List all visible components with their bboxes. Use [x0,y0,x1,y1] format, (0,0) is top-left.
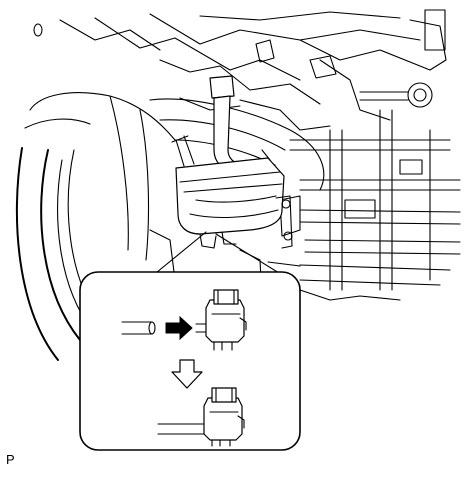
down-arrow-icon [171,359,203,389]
radiator-support [279,109,461,291]
pump-connector-connected [157,387,245,447]
engine-bay-top [33,9,447,131]
push-arrow-icon [165,315,193,341]
corner-label: P [6,452,15,467]
hose-before-connection [121,321,156,335]
fender-and-wheel-well [15,92,176,379]
washer-tank [171,75,293,249]
pump-connector-top [195,289,247,351]
